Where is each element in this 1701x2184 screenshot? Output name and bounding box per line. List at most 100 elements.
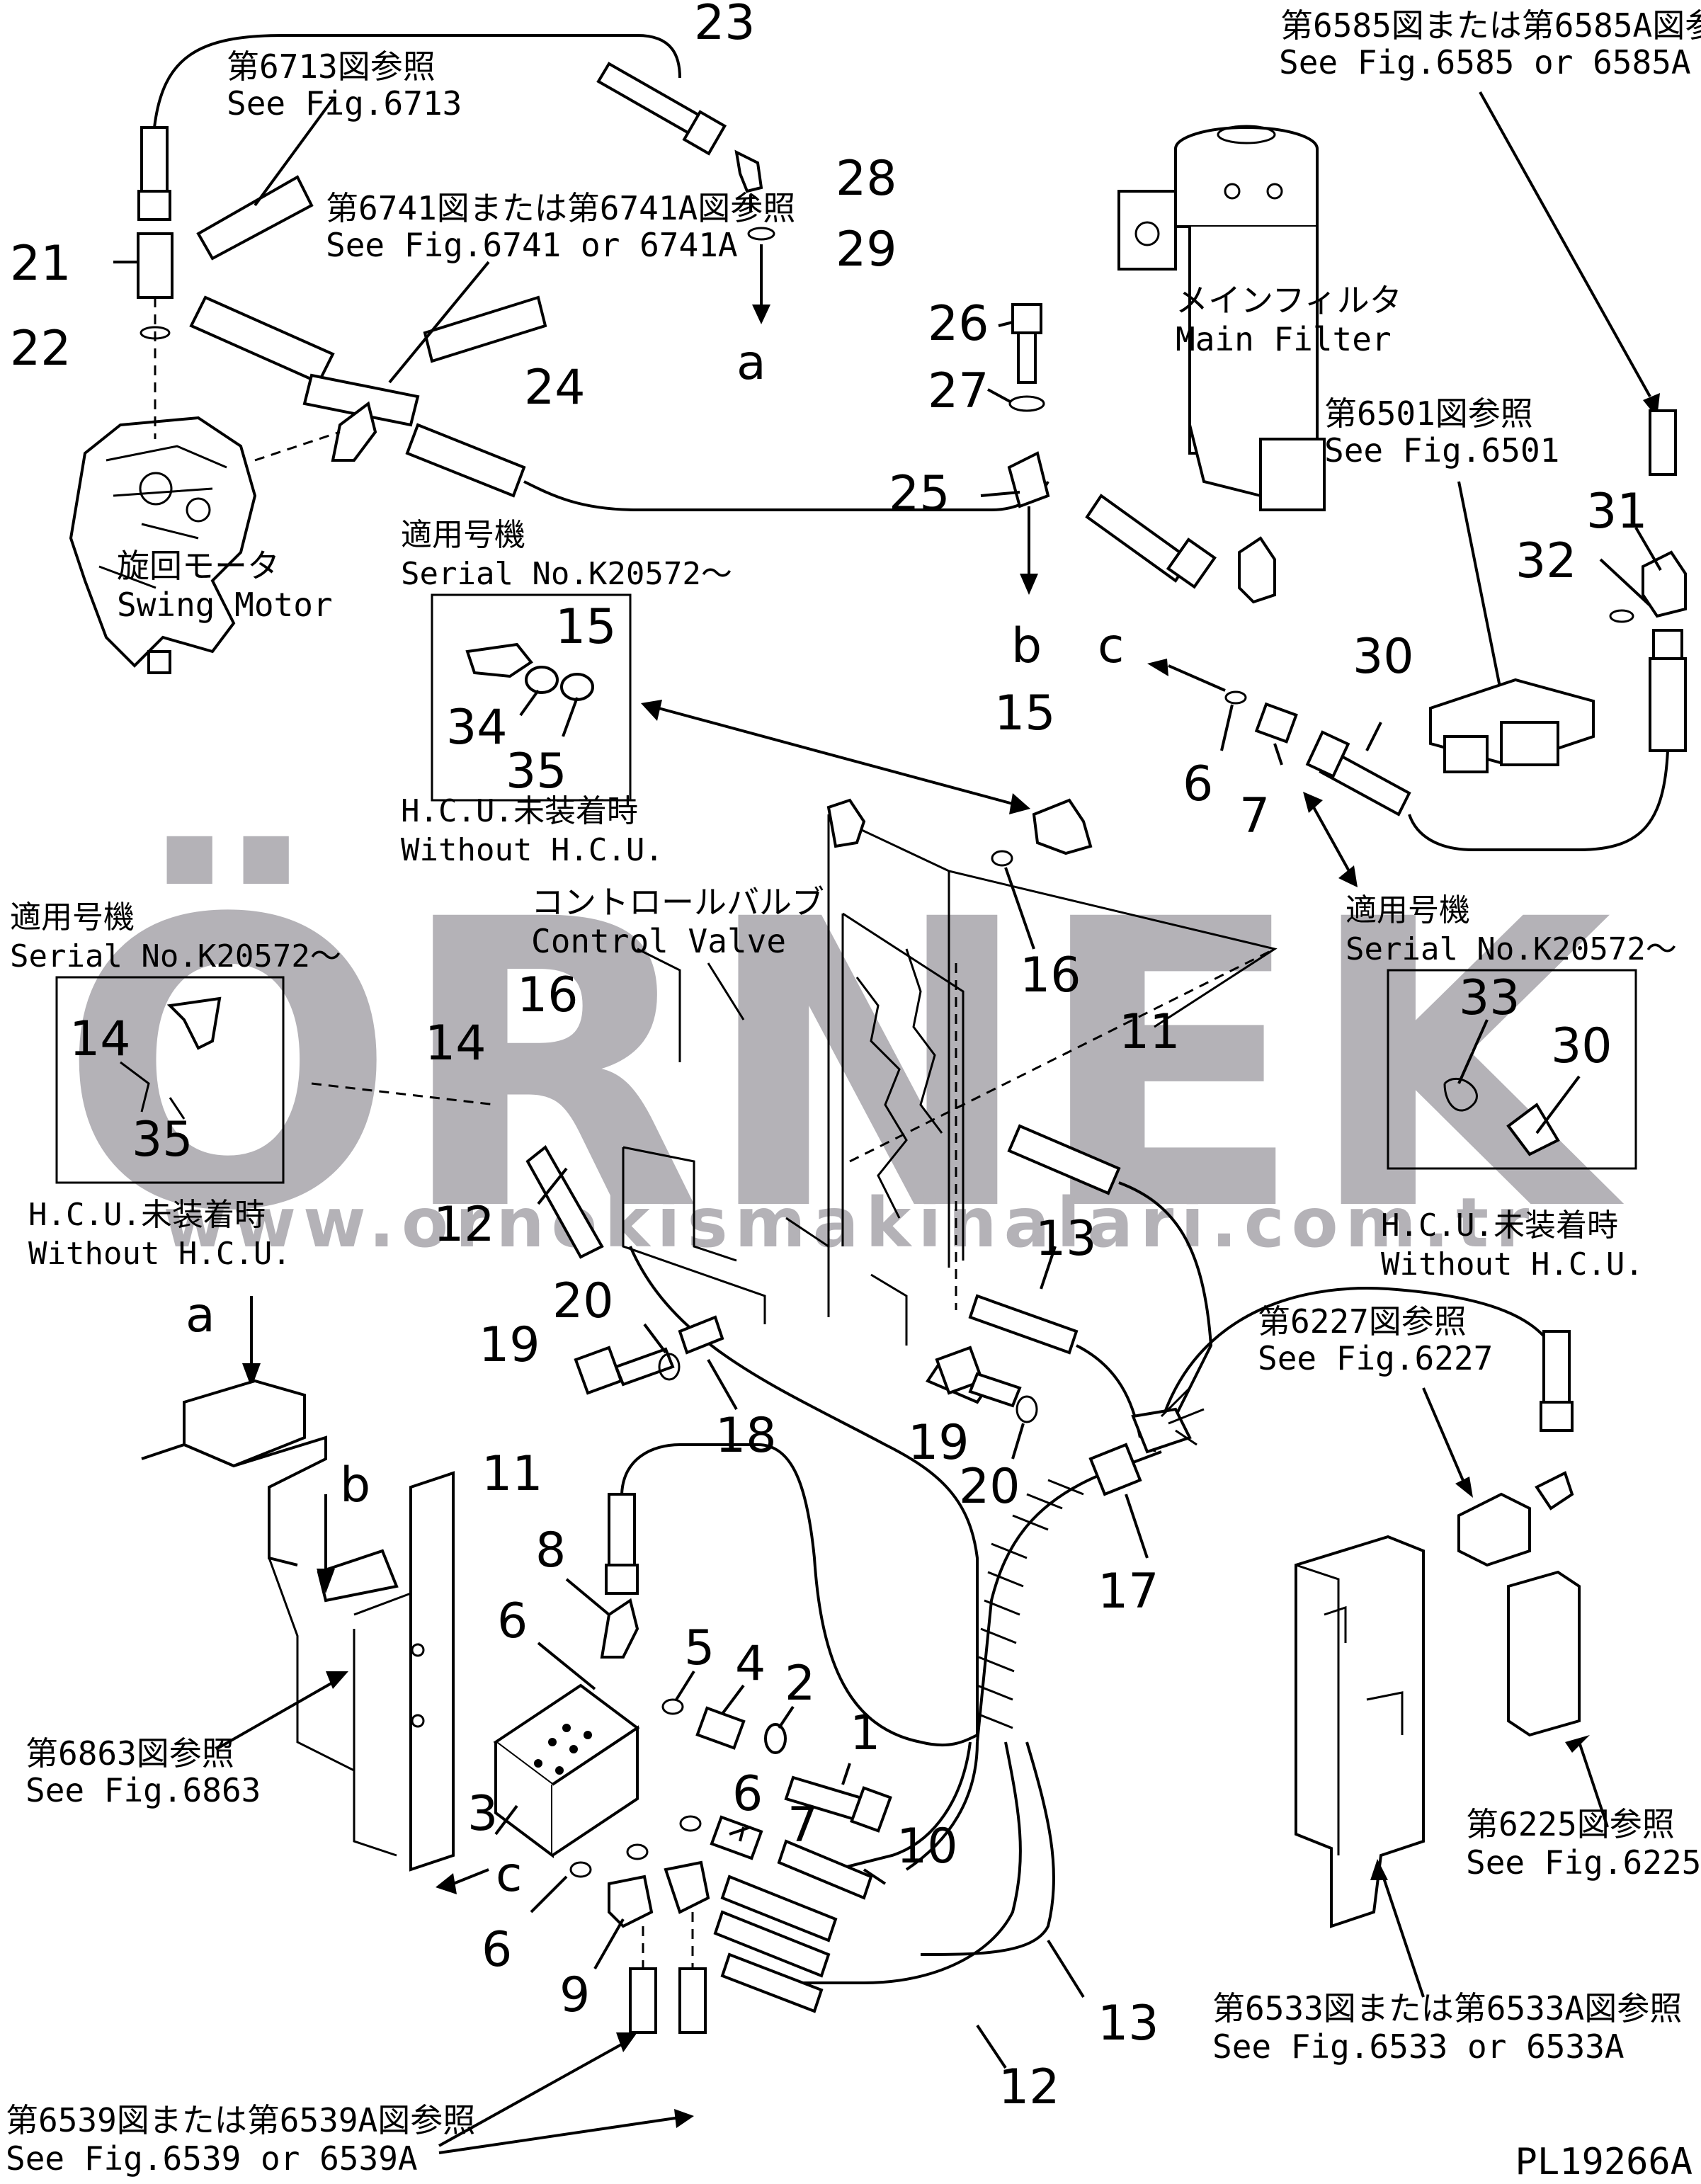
leader-6-upper — [537, 1642, 596, 1690]
leader-9 — [593, 1918, 625, 1969]
bolt-19-left — [574, 1315, 724, 1395]
ref-6225-jp: 第6225図参照 — [1466, 1805, 1675, 1843]
leader-6713 — [254, 98, 334, 207]
part-number-9: 9 — [559, 1967, 590, 2023]
part-number-31: 31 — [1586, 484, 1648, 540]
leader-6-mid — [729, 1826, 751, 1836]
part-number-11-mid: 11 — [1119, 1004, 1181, 1060]
leader-26 — [998, 321, 1013, 327]
part-number-11: 11 — [482, 1446, 543, 1502]
leader-7-top — [1273, 743, 1283, 766]
inset-left-serial-en: Serial No.K20572～ — [10, 938, 341, 974]
leader-1 — [841, 1763, 851, 1785]
inset-right-hcu-en: Without H.C.U. — [1381, 1246, 1644, 1282]
flow-letter-a-top: a — [736, 335, 766, 391]
main-filter-jp: メインフィルタ — [1176, 281, 1402, 319]
ref-6863-jp: 第6863図参照 — [25, 1734, 234, 1773]
flow-letter-b-top: b — [1011, 618, 1042, 674]
fitting-31 — [1408, 409, 1687, 851]
part-number-17: 17 — [1098, 1564, 1159, 1620]
part-number-27: 27 — [928, 363, 989, 419]
control-valve-en: Control Valve — [531, 922, 786, 960]
part-number-35-top: 35 — [506, 744, 567, 800]
leader-13-lower — [1047, 1939, 1085, 1998]
part-number-34: 34 — [446, 700, 508, 756]
hose-bundle — [525, 1124, 1559, 1984]
ref-6713-jp: 第6713図参照 — [227, 47, 436, 86]
part-number-10: 10 — [897, 1819, 958, 1875]
bolt-19-right — [935, 1346, 1038, 1423]
leader-18 — [707, 1359, 738, 1410]
part-number-25: 25 — [889, 466, 950, 522]
main-filter — [1117, 125, 1326, 604]
part-number-19-left: 19 — [479, 1317, 540, 1373]
part-number-2: 2 — [785, 1656, 815, 1712]
part-number-24: 24 — [524, 360, 586, 416]
fitting-8 — [600, 1598, 639, 1659]
ref-6533-jp: 第6533図または第6533A図参照 — [1212, 1989, 1682, 2027]
part-number-18: 18 — [715, 1408, 777, 1464]
part-number-30-inset: 30 — [1551, 1018, 1612, 1074]
hose-filter — [1085, 494, 1217, 589]
part-number-13: 13 — [1098, 1996, 1159, 2052]
part-number-14-inset: 14 — [69, 1011, 131, 1067]
inset-top-hcu-jp: H.C.U.未装着時 — [401, 793, 638, 829]
part-number-19-right: 19 — [908, 1415, 969, 1471]
part-number-6-mid: 6 — [732, 1766, 763, 1822]
inset-right — [1387, 969, 1637, 1170]
leader-20-right — [1011, 1423, 1025, 1460]
leader-31 — [1634, 526, 1662, 571]
ref-6225-en: See Fig.6225 — [1466, 1843, 1701, 1882]
block-3 — [493, 1683, 640, 1858]
leader-12-mid — [537, 1167, 568, 1205]
leader-6-lower — [530, 1875, 568, 1913]
leader-2 — [778, 1705, 795, 1729]
leader-6539-b — [438, 2116, 681, 2154]
ref-6539-jp: 第6539図または第6539A図参照 — [6, 2101, 475, 2139]
part-number-14: 14 — [425, 1016, 487, 1071]
inset-top-serial-en: Serial No.K20572～ — [401, 556, 732, 592]
frame-left — [141, 1379, 455, 1872]
leader-6539-a — [438, 2038, 631, 2147]
ref-6713-en: See Fig.6713 — [227, 84, 462, 123]
bolt-26 — [1007, 303, 1050, 595]
hose-11 — [605, 1443, 978, 1747]
inset-top-middle — [431, 593, 632, 802]
part-number-8: 8 — [535, 1523, 566, 1579]
leader-12-lower — [976, 2024, 1007, 2069]
arrow-c-bottom — [453, 1868, 489, 1885]
part-number-7-top: 7 — [1239, 788, 1270, 844]
part-number-6-lower: 6 — [482, 1922, 512, 1978]
hose-23 — [596, 62, 775, 324]
inset-left-hcu-en: Without H.C.U. — [28, 1236, 291, 1272]
swing-motor-en: Swing Motor — [117, 586, 333, 624]
leader-6533 — [1379, 1869, 1425, 1998]
leader-16 — [1004, 867, 1035, 950]
leader-6501 — [1457, 481, 1503, 695]
part-number-12: 12 — [999, 2059, 1060, 2115]
leader-30 — [1365, 722, 1382, 751]
double-arrow-inset-15 — [658, 707, 1013, 805]
ref-6501-jp: 第6501図参照 — [1324, 394, 1533, 433]
inset-right-serial-jp: 適用号機 — [1346, 892, 1470, 928]
part-number-23: 23 — [694, 0, 756, 51]
leader-6225 — [1578, 1741, 1609, 1828]
dash-cv-diag — [849, 948, 1275, 1163]
flow-letter-a-bottom: a — [186, 1287, 215, 1343]
leader-6585 — [1479, 91, 1651, 397]
part-number-33: 33 — [1459, 970, 1520, 1026]
part-number-15-inset: 15 — [555, 599, 617, 655]
fitting-15 — [991, 798, 1093, 867]
part-number-15-top: 15 — [994, 686, 1056, 741]
hose-ends-lower — [713, 1839, 873, 2013]
part-number-4: 4 — [735, 1636, 766, 1692]
ref-6585-en: See Fig.6585 or 6585A — [1279, 43, 1691, 81]
flow-letter-c-top: c — [1098, 618, 1124, 674]
inset-right-serial-en: Serial No.K20572～ — [1346, 931, 1677, 967]
flow-letter-c-bottom: c — [496, 1847, 522, 1903]
leader-10 — [863, 1868, 887, 1885]
dash-inset-left — [311, 1082, 496, 1106]
inset-left-serial-jp: 適用号機 — [10, 899, 135, 935]
dash-motor-tee — [254, 431, 341, 462]
